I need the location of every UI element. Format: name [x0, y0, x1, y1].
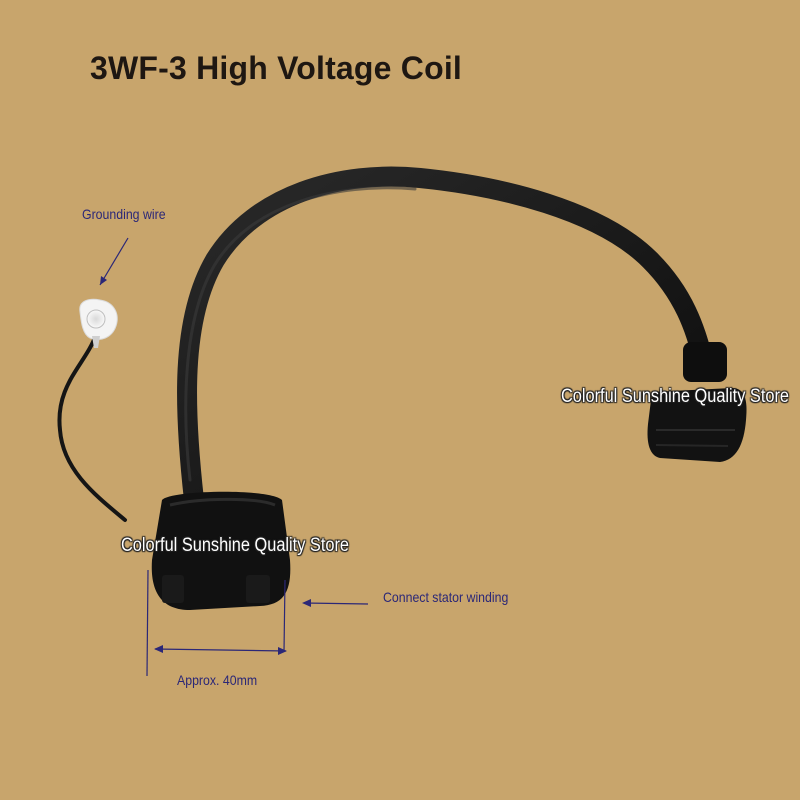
connect-stator-label: Connect stator winding	[383, 589, 509, 605]
dimension-line	[146, 569, 287, 677]
grounding-wire-label: Grounding wire	[82, 206, 166, 222]
grounding-wire-arrow	[99, 237, 129, 286]
store-watermark-right: Colorful Sunshine Quality Store	[561, 386, 789, 407]
store-watermark-left: Colorful Sunshine Quality Store	[121, 535, 349, 556]
stator-winding-arrow	[302, 599, 369, 607]
grounding-wire	[57, 333, 127, 522]
spark-plug-boot	[647, 342, 747, 462]
dimension-label: Approx. 40mm	[177, 672, 258, 688]
page-title: 3WF-3 High Voltage Coil	[90, 50, 463, 86]
coil-body	[151, 491, 291, 610]
ring-terminal	[79, 298, 118, 348]
